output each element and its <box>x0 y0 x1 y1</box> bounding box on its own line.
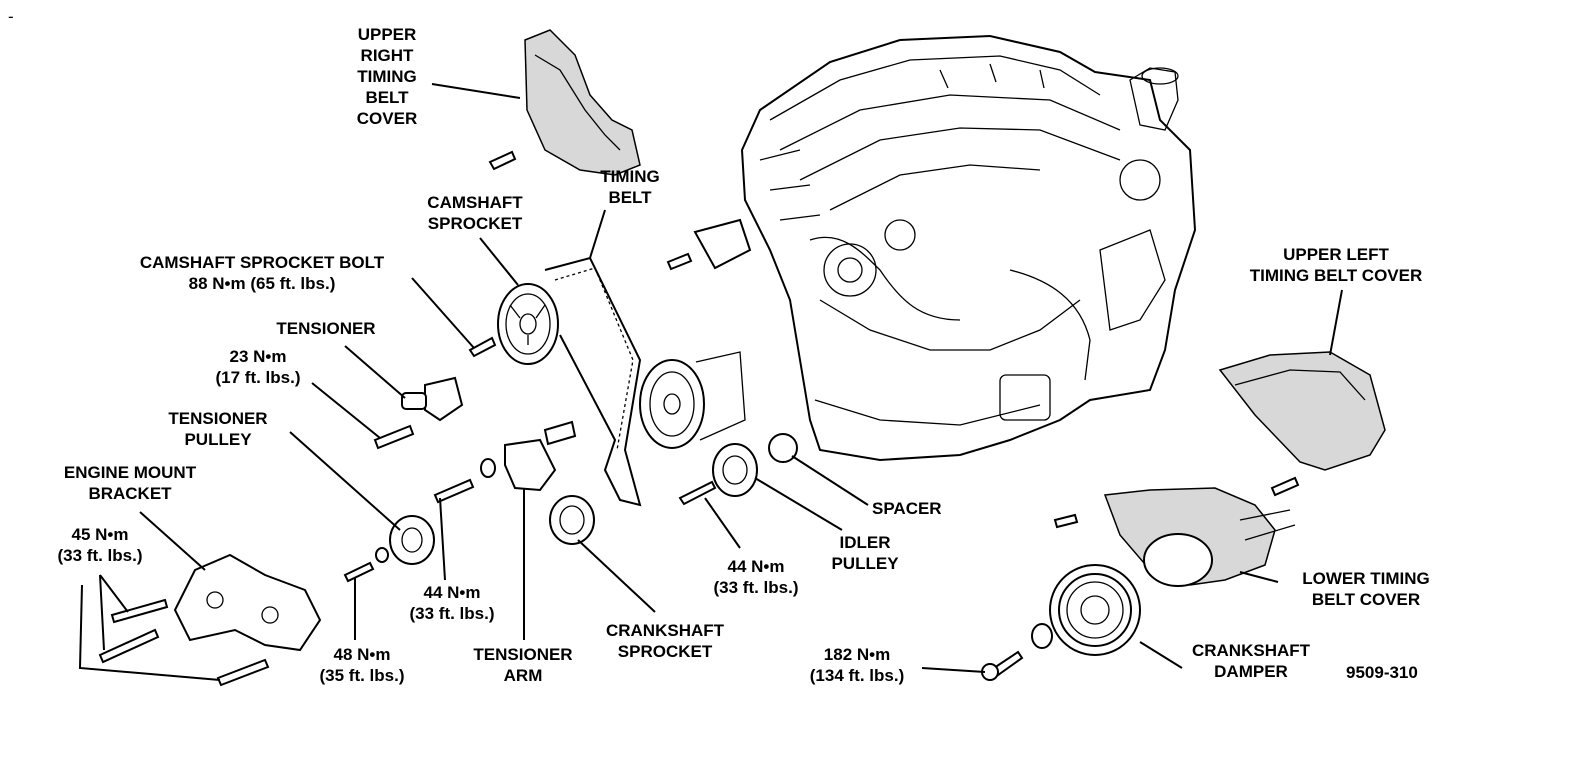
tensioner-arm-bolt <box>433 478 475 504</box>
bracket-torque-label: 45 N•m (33 ft. lbs.) <box>57 525 143 565</box>
camshaft-sprocket <box>497 283 559 365</box>
second-camshaft-sprocket <box>639 351 746 449</box>
tensioner-pulley-bolt <box>343 561 375 583</box>
tensioner-arm-label: TENSIONER ARM <box>473 645 573 685</box>
tensioner <box>401 376 464 422</box>
tensioner-arm <box>480 420 577 492</box>
idler-bolt <box>678 480 717 506</box>
spacer-label: SPACER <box>872 499 942 518</box>
tensioner-torque-label: 23 N•m (17 ft. lbs.) <box>215 347 301 387</box>
engine-block <box>740 34 1197 462</box>
tensioner-pulley-bolt-torque-label: 48 N•m (35 ft. lbs.) <box>319 645 405 685</box>
camshaft-sprocket-bolt-label: CAMSHAFT SPROCKET BOLT 88 N•m (65 ft. lb… <box>139 253 385 293</box>
corner-mark: - <box>8 7 14 26</box>
tensioner-label: TENSIONER <box>276 319 376 338</box>
camshaft-sprocket-bolt <box>468 336 497 358</box>
upper-right-timing-belt-cover <box>524 29 641 176</box>
idler-bolt-torque-label: 44 N•m (33 ft. lbs.) <box>713 557 799 597</box>
tensioner-pulley-label: TENSIONER PULLEY <box>168 409 268 449</box>
upper-right-timing-belt-cover-label: UPPER RIGHT TIMING BELT COVER <box>356 25 418 128</box>
crankshaft-damper-label: CRANKSHAFT DAMPER <box>1191 641 1311 681</box>
idler-pulley <box>712 443 758 497</box>
upper-left-timing-belt-cover <box>1218 351 1386 471</box>
tensioner-bolt <box>373 424 415 450</box>
figure-number: 9509-310 <box>1346 663 1418 682</box>
engine-mount-bracket-label: ENGINE MOUNT BRACKET <box>63 463 197 503</box>
leader-lines <box>78 83 1343 681</box>
idler-pulley-label: IDLER PULLEY <box>831 533 899 573</box>
damper-bolt <box>981 650 1024 681</box>
tensioner-arm-bolt-torque-label: 44 N•m (33 ft. lbs.) <box>409 583 495 623</box>
cover-bolts <box>488 150 1300 529</box>
crankshaft-sprocket-label: CRANKSHAFT SPROCKET <box>605 621 725 661</box>
lower-timing-belt-cover <box>1103 487 1296 587</box>
crankshaft-damper <box>1031 564 1141 656</box>
damper-bolt-torque-label: 182 N•m (134 ft. lbs.) <box>809 645 905 685</box>
upper-left-timing-belt-cover-label: UPPER LEFT TIMING BELT COVER <box>1249 245 1423 285</box>
spacer-part <box>768 433 798 463</box>
engine-mount-bracket <box>173 553 322 652</box>
timing-belt <box>544 256 642 507</box>
tensioner-pulley <box>375 515 435 565</box>
bracket-bolts <box>98 598 270 687</box>
camshaft-sprocket-label: CAMSHAFT SPROCKET <box>427 193 523 233</box>
crankshaft-sprocket <box>549 495 595 545</box>
lower-timing-belt-cover-label: LOWER TIMING BELT COVER <box>1302 569 1430 609</box>
timing-belt-label: TIMING BELT <box>600 167 660 207</box>
